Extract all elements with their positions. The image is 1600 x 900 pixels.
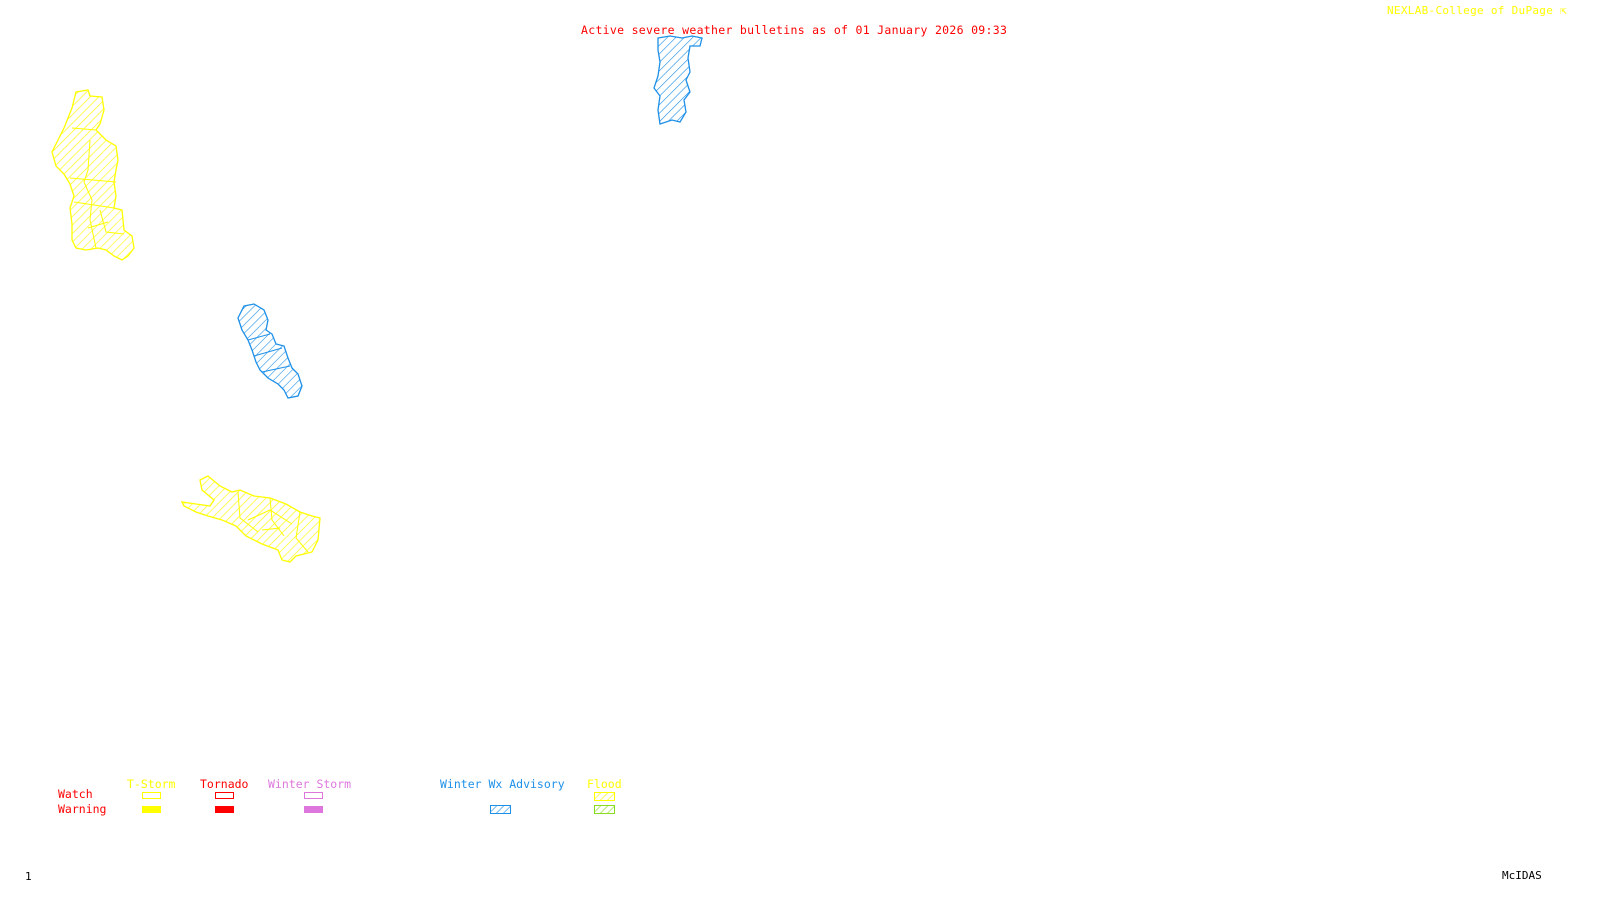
flood-area-southwest[interactable] [180, 475, 321, 563]
frame-number: 1 [25, 870, 32, 883]
legend-row-warning: Warning [58, 802, 107, 816]
legend-col-tstorm: T-Storm [127, 777, 176, 791]
cursor-arrow-icon: ⇱ [1560, 4, 1568, 17]
winter-advisory-central[interactable] [237, 303, 303, 399]
legend-col-tornado: Tornado [200, 777, 249, 791]
swatch-winter-storm-warning [304, 806, 323, 813]
legend-col-winter-storm: Winter Storm [268, 777, 352, 791]
legend-col-flood: Flood [587, 777, 622, 791]
bulletin-title: Active severe weather bulletins as of 01… [581, 23, 1008, 37]
swatch-tornado-warning [215, 806, 234, 813]
swatch-flood-warning [594, 805, 615, 814]
credit-text: NEXLAB-College of DuPage [1387, 4, 1554, 17]
software-label: McIDAS [1502, 869, 1542, 882]
swatch-tornado-watch [215, 792, 234, 799]
swatch-flood-watch [594, 792, 615, 801]
flood-area-northwest[interactable] [51, 89, 135, 261]
swatch-tstorm-warning [142, 806, 161, 813]
credit-label: NEXLAB-College of DuPage ⇱ [1387, 4, 1567, 17]
legend-col-winter-wx-advisory: Winter Wx Advisory [440, 777, 565, 791]
swatch-winter-storm-watch [304, 792, 323, 799]
swatch-winter-wx-advisory [490, 805, 511, 814]
swatch-tstorm-watch [142, 792, 161, 799]
winter-advisory-north[interactable] [653, 35, 703, 125]
legend-row-watch: Watch [58, 787, 93, 801]
